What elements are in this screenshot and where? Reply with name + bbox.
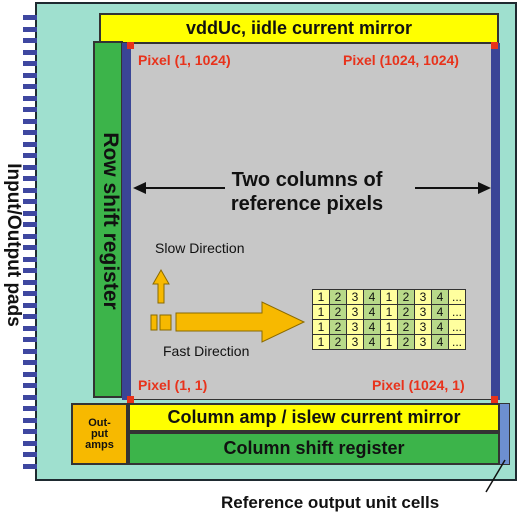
pixel-grid-cell: 1 xyxy=(312,334,330,350)
pixel-grid-cell: 2 xyxy=(397,334,415,350)
io-pad-pin xyxy=(23,187,37,193)
reference-column-left xyxy=(122,43,131,400)
pixel-grid-cell: 3 xyxy=(414,334,432,350)
reference-output-pointer-line xyxy=(485,459,506,493)
io-pad-pin xyxy=(23,164,37,170)
io-pad-pin xyxy=(23,199,37,204)
pixel-grid-cell: 3 xyxy=(346,334,364,350)
output-amps-label-line1: Out- xyxy=(88,416,111,429)
output-amps-label-line2: put xyxy=(90,427,109,440)
io-pad-pin xyxy=(23,222,37,227)
io-pad-pin xyxy=(23,95,37,101)
pixel-grid-cell: 4 xyxy=(363,334,381,350)
pixel-label-top-left: Pixel (1, 1024) xyxy=(138,52,231,68)
io-pad-pin xyxy=(23,325,37,331)
io-pad-pin xyxy=(23,84,37,89)
io-pad-pin xyxy=(23,15,37,20)
reference-columns-caption: Two columns of reference pixels xyxy=(204,168,410,216)
fast-direction-arrow xyxy=(175,301,306,343)
slow-direction-arrow xyxy=(152,268,170,304)
io-pad-pin xyxy=(23,337,37,342)
io-pad-pin xyxy=(23,245,37,250)
io-pad-pin xyxy=(23,141,37,147)
io-pad-pin xyxy=(23,452,37,457)
io-pad-pin xyxy=(23,406,37,411)
io-pad-pin xyxy=(23,256,37,262)
pixel-grid-cell: 3 xyxy=(346,304,364,320)
pixel-grid-cell: 3 xyxy=(414,319,432,335)
output-amps-block: Out- put amps xyxy=(71,403,128,465)
pixel-grid-cell: 4 xyxy=(363,319,381,335)
io-pad-pin xyxy=(23,233,37,239)
corner-marker-top-right xyxy=(491,42,498,49)
pixel-grid-cell: ... xyxy=(448,304,466,320)
pixel-grid-cell: 1 xyxy=(380,289,398,305)
pixel-label-bottom-left: Pixel (1, 1) xyxy=(138,377,208,393)
io-pad-pin xyxy=(23,314,37,319)
pixel-grid-cell: 3 xyxy=(414,289,432,305)
reference-arrow-left-head xyxy=(133,182,146,194)
io-pad-pin xyxy=(23,417,37,423)
io-pad-pin xyxy=(23,38,37,43)
reference-columns-caption-line1: Two columns of xyxy=(231,169,383,191)
io-pad-pin xyxy=(23,26,37,32)
fast-direction-dash-1 xyxy=(150,314,158,331)
io-pad-pin xyxy=(23,72,37,78)
fast-direction-label: Fast Direction xyxy=(163,343,250,359)
io-pad-pin xyxy=(23,118,37,124)
pixel-grid-cell: 1 xyxy=(380,319,398,335)
io-pad-pin xyxy=(23,394,37,400)
corner-marker-bottom-left xyxy=(127,396,134,403)
io-pad-pin xyxy=(23,440,37,446)
io-pad-pin xyxy=(23,371,37,377)
output-amps-label-line3: amps xyxy=(85,438,114,451)
pixel-grid-cell: 4 xyxy=(431,334,449,350)
pixel-grid-cell: 2 xyxy=(329,304,347,320)
pixel-grid-cell: 4 xyxy=(363,289,381,305)
column-shift-register: Column shift register xyxy=(128,432,500,465)
io-pad-pin xyxy=(23,61,37,66)
corner-marker-bottom-right xyxy=(491,396,498,403)
io-pad-pin xyxy=(23,291,37,296)
pixel-grid-cell: 1 xyxy=(380,334,398,350)
io-pad-pin xyxy=(23,49,37,55)
fast-direction-dash-2 xyxy=(159,314,172,331)
pixel-grid-cell: 1 xyxy=(380,304,398,320)
pixel-grid-cell: ... xyxy=(448,334,466,350)
pixel-grid-cell: 3 xyxy=(414,304,432,320)
io-pad-pin xyxy=(23,302,37,308)
pixel-label-bottom-right: Pixel (1024, 1) xyxy=(372,377,465,393)
io-pad-pin xyxy=(23,279,37,285)
pixel-grid-cell: ... xyxy=(448,289,466,305)
io-pad-pin xyxy=(23,176,37,181)
reference-output-label: Reference output unit cells xyxy=(221,493,440,512)
reference-column-right xyxy=(491,43,500,400)
io-pad-pin xyxy=(23,383,37,388)
io-pad-pin xyxy=(23,429,37,434)
io-pad-pin xyxy=(23,210,37,216)
pixel-grid-cell: 4 xyxy=(431,304,449,320)
corner-marker-top-left xyxy=(127,42,134,49)
reference-arrow-right-head xyxy=(478,182,491,194)
io-pad-pin xyxy=(23,130,37,135)
io-pad-pin xyxy=(23,107,37,112)
pixel-grid-cell: 2 xyxy=(329,334,347,350)
io-pad-pin xyxy=(23,268,37,273)
io-pad-pin xyxy=(23,463,37,469)
io-pad-pin xyxy=(23,360,37,365)
pixel-label-top-right: Pixel (1024, 1024) xyxy=(343,52,459,68)
io-pad-pin xyxy=(23,153,37,158)
reference-output-unit-cells xyxy=(499,403,510,465)
reference-columns-caption-line2: reference pixels xyxy=(230,193,384,215)
slow-direction-label: Slow Direction xyxy=(155,240,245,256)
io-pad-pin xyxy=(23,348,37,354)
pixel-grid-cell: 4 xyxy=(363,304,381,320)
